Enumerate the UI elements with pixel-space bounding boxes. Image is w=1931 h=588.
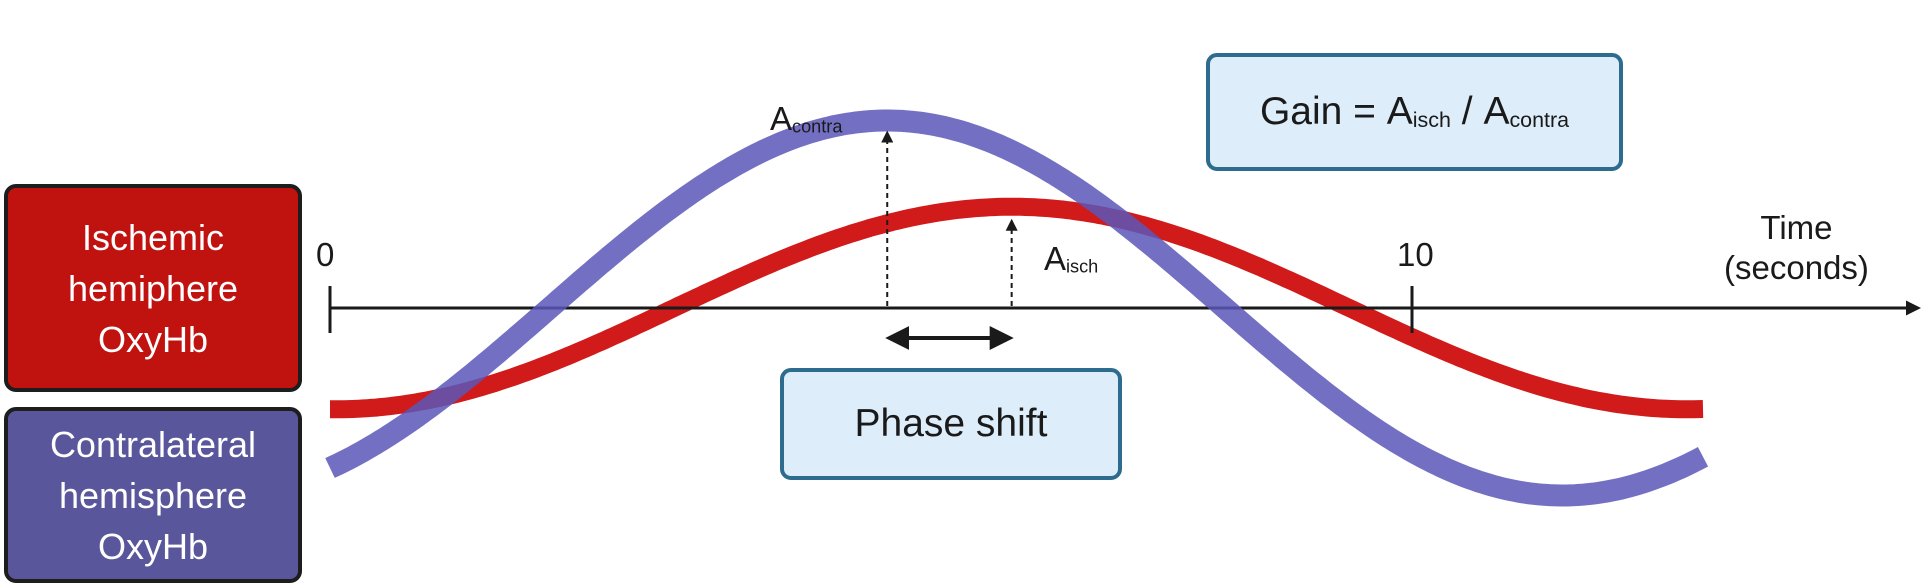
phase-shift-box: Phase shift [780, 368, 1122, 480]
gain-denominator-sub: contra [1509, 108, 1570, 133]
a-contra-label: Acontra [770, 100, 842, 138]
gain-prefix: Gain = [1259, 90, 1387, 133]
gain-numerator-sub: isch [1412, 108, 1451, 133]
ischemic-wave [330, 197, 1704, 419]
gain-denominator-base: A [1483, 90, 1510, 133]
legend-ischemic-line: Ischemic [81, 216, 225, 258]
tick-label-10: 10 [1397, 236, 1434, 273]
axis-title: Time (seconds) [1724, 208, 1869, 288]
legend-ischemic-line: hemiphere [67, 267, 239, 309]
legend-contralateral-line: Contralateral [49, 423, 257, 465]
a-contra-sub: contra [792, 116, 843, 137]
gain-numerator: Aisch [1387, 90, 1451, 134]
axis-title-line: (seconds) [1724, 249, 1869, 286]
legend-contralateral-line: OxyHb [97, 525, 209, 567]
contralateral-wave [325, 109, 1709, 507]
legend-contralateral-line: hemisphere [58, 474, 248, 516]
gain-numerator-base: A [1386, 90, 1413, 133]
gain-formula-box: Gain = Aisch / Acontra [1206, 53, 1623, 171]
tick-label-0: 0 [316, 236, 335, 273]
a-isch-label: Aisch [1044, 240, 1098, 278]
gain-separator: / [1450, 90, 1484, 133]
legend-ischemic-box: Ischemic hemiphere OxyHb [4, 184, 302, 392]
a-isch-sub: isch [1066, 256, 1099, 277]
a-contra-base: A [770, 100, 793, 137]
a-isch-base: A [1044, 240, 1067, 277]
axis-title-line: Time [1760, 209, 1833, 246]
gain-denominator: Acontra [1483, 90, 1569, 134]
phase-shift-label: Phase shift [854, 402, 1048, 445]
legend-ischemic-line: OxyHb [97, 318, 209, 360]
legend-contralateral-box: Contralateral hemisphere OxyHb [4, 407, 302, 583]
